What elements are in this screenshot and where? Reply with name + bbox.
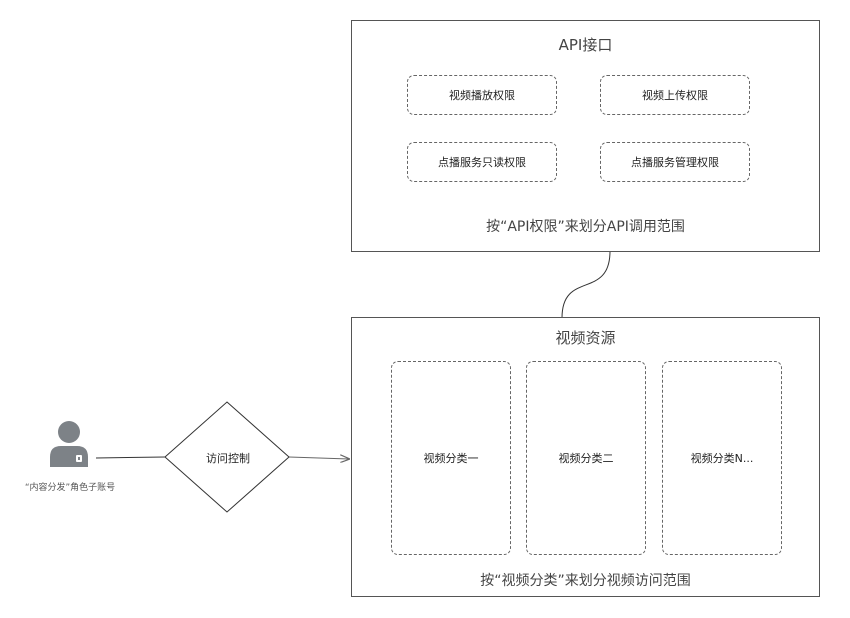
api-box-caption: 按“API权限”来划分API调用范围 — [486, 219, 685, 235]
api-resource-connector — [561, 250, 611, 319]
category-one: 视频分类一 — [391, 361, 511, 555]
user-to-gate-line — [95, 456, 166, 459]
resource-box-caption: 按“视频分类”来划分视频访问范围 — [480, 573, 691, 589]
resource-box: 视频资源 视频分类一 视频分类二 视频分类N... 按“视频分类”来划分视频访问… — [351, 317, 820, 597]
permission-vod-manage: 点播服务管理权限 — [600, 142, 750, 182]
gate-to-resource-arrow — [288, 457, 349, 459]
resource-box-title: 视频资源 — [555, 329, 616, 347]
category-n: 视频分类N... — [662, 361, 782, 555]
user-person-icon — [50, 421, 88, 467]
api-box-title: API接口 — [558, 36, 613, 54]
permission-video-play: 视频播放权限 — [407, 75, 557, 115]
permission-vod-readonly: 点播服务只读权限 — [407, 142, 557, 182]
user-caption: “内容分发”角色子账号 — [24, 483, 116, 493]
access-control-diamond — [164, 401, 290, 513]
api-box: API接口 视频播放权限 视频上传权限 点播服务只读权限 点播服务管理权限 按“… — [351, 20, 820, 252]
category-two: 视频分类二 — [526, 361, 646, 555]
access-control-label: 访问控制 — [206, 452, 250, 465]
permission-video-upload: 视频上传权限 — [600, 75, 750, 115]
